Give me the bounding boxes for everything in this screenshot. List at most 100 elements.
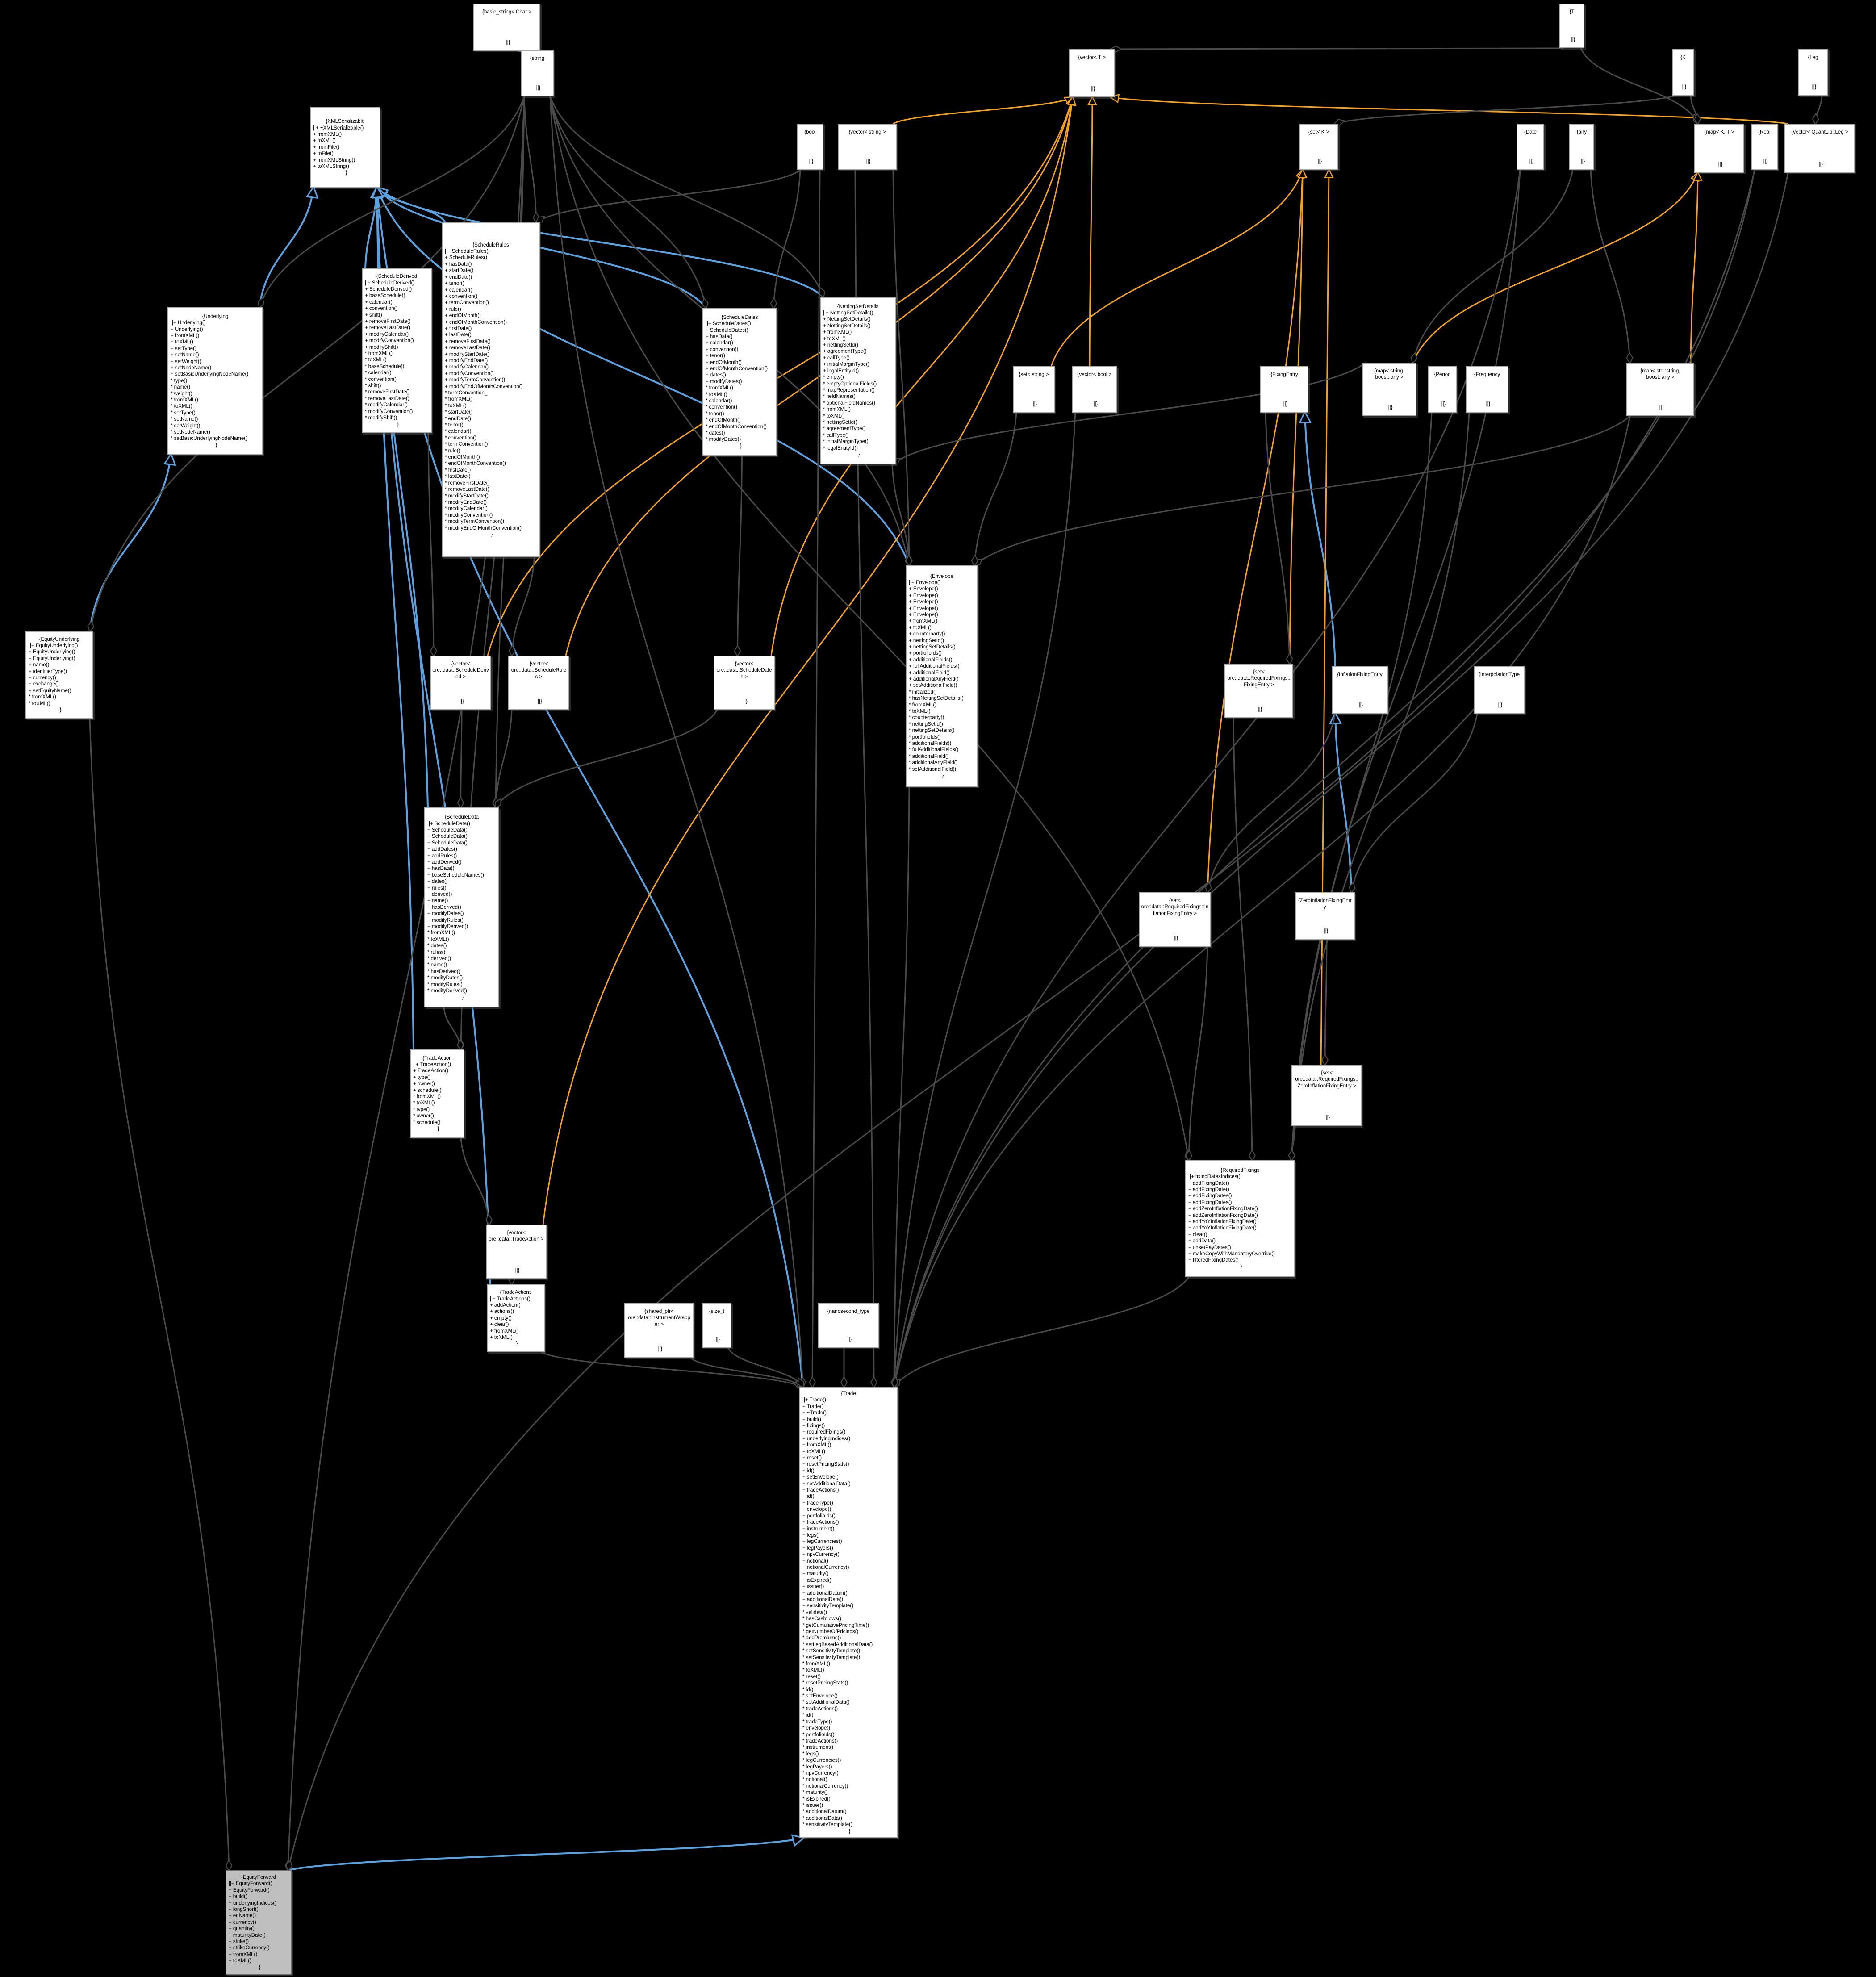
class-member: + convention() (445, 293, 478, 299)
class-node-set_RF_ZeroInflationFixingEntry[interactable]: {set< ore::data::RequiredFixings::ZeroIn… (1291, 1065, 1362, 1126)
class-title: {set< K > (1308, 130, 1329, 135)
class-member: * weight() (171, 391, 192, 397)
class-member: * convention() (706, 405, 737, 410)
class-node-ScheduleData[interactable]: {ScheduleData||+ ScheduleData()+ Schedul… (424, 807, 499, 1007)
class-member: * fromXML() (909, 702, 936, 708)
class-node-Leg_box[interactable]: {Leg||} (1798, 49, 1828, 96)
class-node-any_box[interactable]: {any||} (1569, 124, 1594, 170)
class-node-Trade[interactable]: {Trade||+ Trade()+ Trade()+ ~Trade()+ bu… (799, 1387, 898, 1838)
class-member: + convention() (365, 306, 398, 312)
class-node-map_std_string_any[interactable]: {map< std::string, boost::any >||} (1626, 363, 1694, 416)
class-member: + unsetPayDates() (1188, 1245, 1231, 1250)
class-node-vector_ScheduleRules[interactable]: {vector< ore::data::ScheduleRules >||} (508, 656, 569, 710)
class-member: + setAdditionalData() (802, 1481, 851, 1487)
class-member: ||} (1486, 401, 1491, 407)
class-node-basic_string_char[interactable]: {basic_string< Char >||} (473, 4, 540, 51)
edge-vector_ScheduleDerived-vector_T (487, 97, 1073, 656)
class-node-size_t_box[interactable]: {size_t||} (702, 1303, 731, 1348)
class-member: + requiredFixings() (802, 1429, 846, 1435)
class-node-RequiredFixings[interactable]: {RequiredFixings||+ fixingDatesIndices()… (1185, 1160, 1295, 1277)
class-node-ScheduleRules[interactable]: {ScheduleRules||+ ScheduleRules()+ Sched… (442, 222, 540, 557)
edge-vector_ScheduleDerived-ScheduleData (461, 710, 462, 807)
class-node-vector_ScheduleDerived[interactable]: {vector< ore::data::ScheduleDerived >||} (430, 656, 491, 710)
class-member: + nettingSetId() (823, 343, 858, 348)
class-member: + ~Trade() (802, 1410, 827, 1416)
class-node-vector_TradeAction[interactable]: {vector< ore::data::TradeAction >||} (486, 1225, 547, 1279)
class-node-map_K_T[interactable]: {map< K, T >||} (1694, 124, 1744, 173)
class-title: {Trade (841, 1391, 856, 1396)
class-node-EquityUnderlying[interactable]: {EquityUnderlying||+ EquityUnderlying()+… (25, 631, 93, 719)
class-node-vector_QL_Leg[interactable]: {vector< QuantLib::Leg >||} (1784, 124, 1855, 173)
class-member: * counterparty() (909, 715, 944, 721)
class-member: + modifyTermConvention() (445, 377, 506, 383)
class-member: * dates() (427, 943, 447, 949)
class-node-K_box[interactable]: {K||} (1672, 49, 1694, 96)
class-node-map_string_any[interactable]: {map< string, boost::any >||} (1362, 363, 1416, 416)
class-node-InterpolationType[interactable]: {InterpolationType||} (1474, 666, 1525, 714)
class-node-T_box[interactable]: {T||} (1559, 4, 1584, 48)
class-node-ScheduleDerived[interactable]: {ScheduleDerived||+ ScheduleDerived()+ S… (362, 268, 432, 433)
class-node-FixingEntry[interactable]: {FixingEntry||} (1260, 366, 1308, 413)
class-node-TradeAction[interactable]: {TradeAction||+ TradeAction()+ TradeActi… (410, 1049, 464, 1138)
class-member: * isExpired() (802, 1796, 831, 1802)
edge-string_box-ScheduleRules (523, 96, 536, 222)
class-member: * setAdditionalData() (802, 1700, 850, 1705)
class-member: * legCurrencies() (802, 1758, 841, 1764)
edge-vector_bool-Trade (894, 412, 1076, 1387)
class-member: } (259, 1964, 261, 1970)
class-member: + fromXML() (823, 330, 852, 335)
class-member: + setNodeName() (171, 365, 212, 371)
edge-map_std_string_any-map_K_T (1690, 173, 1698, 363)
class-node-set_string[interactable]: {set< string >||} (1013, 366, 1055, 413)
class-node-vector_string[interactable]: {vector< string >||} (838, 124, 897, 170)
class-member: + setType() (171, 346, 196, 351)
class-node-vector_ScheduleDates[interactable]: {vector< ore::data::ScheduleDates >||} (714, 656, 775, 710)
class-node-string_box[interactable]: {string||} (521, 50, 554, 96)
class-node-vector_bool[interactable]: {vector< bool >||} (1072, 366, 1117, 413)
class-node-set_RF_FixingEntry[interactable]: {set< ore::data::RequiredFixings::Fixing… (1224, 664, 1293, 718)
edge-ZeroInflationFixingEntry-InflationFixingEntry (1335, 714, 1352, 893)
class-node-Underlying[interactable]: {Underlying||+ Underlying()+ Underlying(… (167, 307, 263, 455)
edge-vector_QL_Leg-vector_T (1111, 97, 1788, 125)
class-node-TradeActions[interactable]: {TradeActions||+ TradeActions()+ addActi… (487, 1284, 545, 1352)
class-member: + identifierType() (29, 669, 67, 674)
class-title: {ZeroInflationFixingEntry (1298, 898, 1352, 910)
class-member: + calendar() (365, 299, 393, 305)
class-title: {NettingSetDetails (837, 304, 879, 309)
class-node-set_K[interactable]: {set< K >||} (1299, 124, 1338, 170)
class-member: + portfolioIds() (909, 651, 942, 656)
class-node-Envelope[interactable]: {Envelope||+ Envelope()+ Envelope()+ Env… (906, 565, 978, 787)
class-node-InflationFixingEntry[interactable]: {InflationFixingEntry||} (1332, 666, 1388, 714)
class-node-Date_box[interactable]: {Date||} (1517, 124, 1544, 170)
class-node-shared_ptr_IW[interactable]: {shared_ptr< ore::data::InstrumentWrappe… (624, 1303, 694, 1358)
class-node-vector_T[interactable]: {vector< T >||} (1069, 49, 1115, 97)
class-node-set_RF_InflationFixingEntry[interactable]: {set< ore::data::RequiredFixings::Inflat… (1139, 892, 1211, 947)
class-member: ||+ ScheduleDates() (706, 321, 751, 327)
class-member: ||} (1093, 401, 1098, 407)
class-member: + modifyConvention() (365, 338, 414, 344)
class-member: + tenor() (445, 281, 464, 287)
class-title: {ScheduleDerived (376, 274, 418, 280)
class-member: ||+ EquityUnderlying() (29, 643, 78, 648)
class-node-Real_box[interactable]: {Real||} (1751, 124, 1778, 170)
class-member: * additionalAnyField() (909, 760, 958, 766)
class-member: * fullAdditionalFields() (909, 747, 959, 753)
class-node-bool_box[interactable]: {bool||} (797, 124, 823, 170)
class-node-nanosecond_type[interactable]: {nanosecond_type||} (818, 1303, 879, 1348)
class-node-ScheduleDates[interactable]: {ScheduleDates||+ ScheduleDates()+ Sched… (702, 308, 777, 456)
class-node-ZeroInflationFixingEntry[interactable]: {ZeroInflationFixingEntry||} (1295, 892, 1355, 940)
class-node-Frequency_box[interactable]: {Frequency||} (1466, 366, 1508, 413)
class-member: * baseSchedule() (365, 364, 405, 369)
class-node-Period_box[interactable]: {Period||} (1428, 366, 1457, 413)
class-member: + derived() (427, 891, 452, 897)
class-title: {TradeAction (422, 1055, 452, 1061)
class-node-NettingSetDetails[interactable]: {NettingSetDetails||+ NettingSetDetails(… (820, 297, 896, 464)
class-member: ||} (1032, 401, 1037, 407)
class-member: + additionalData() (802, 1597, 844, 1602)
class-node-XMLSerializable[interactable]: {XMLSerializable||+ ~XMLSerializable()+ … (310, 107, 380, 188)
class-member: + Envelope() (909, 599, 938, 605)
class-member: + Envelope() (909, 586, 938, 592)
class-member: ||+ NettingSetDetails() (823, 310, 873, 316)
